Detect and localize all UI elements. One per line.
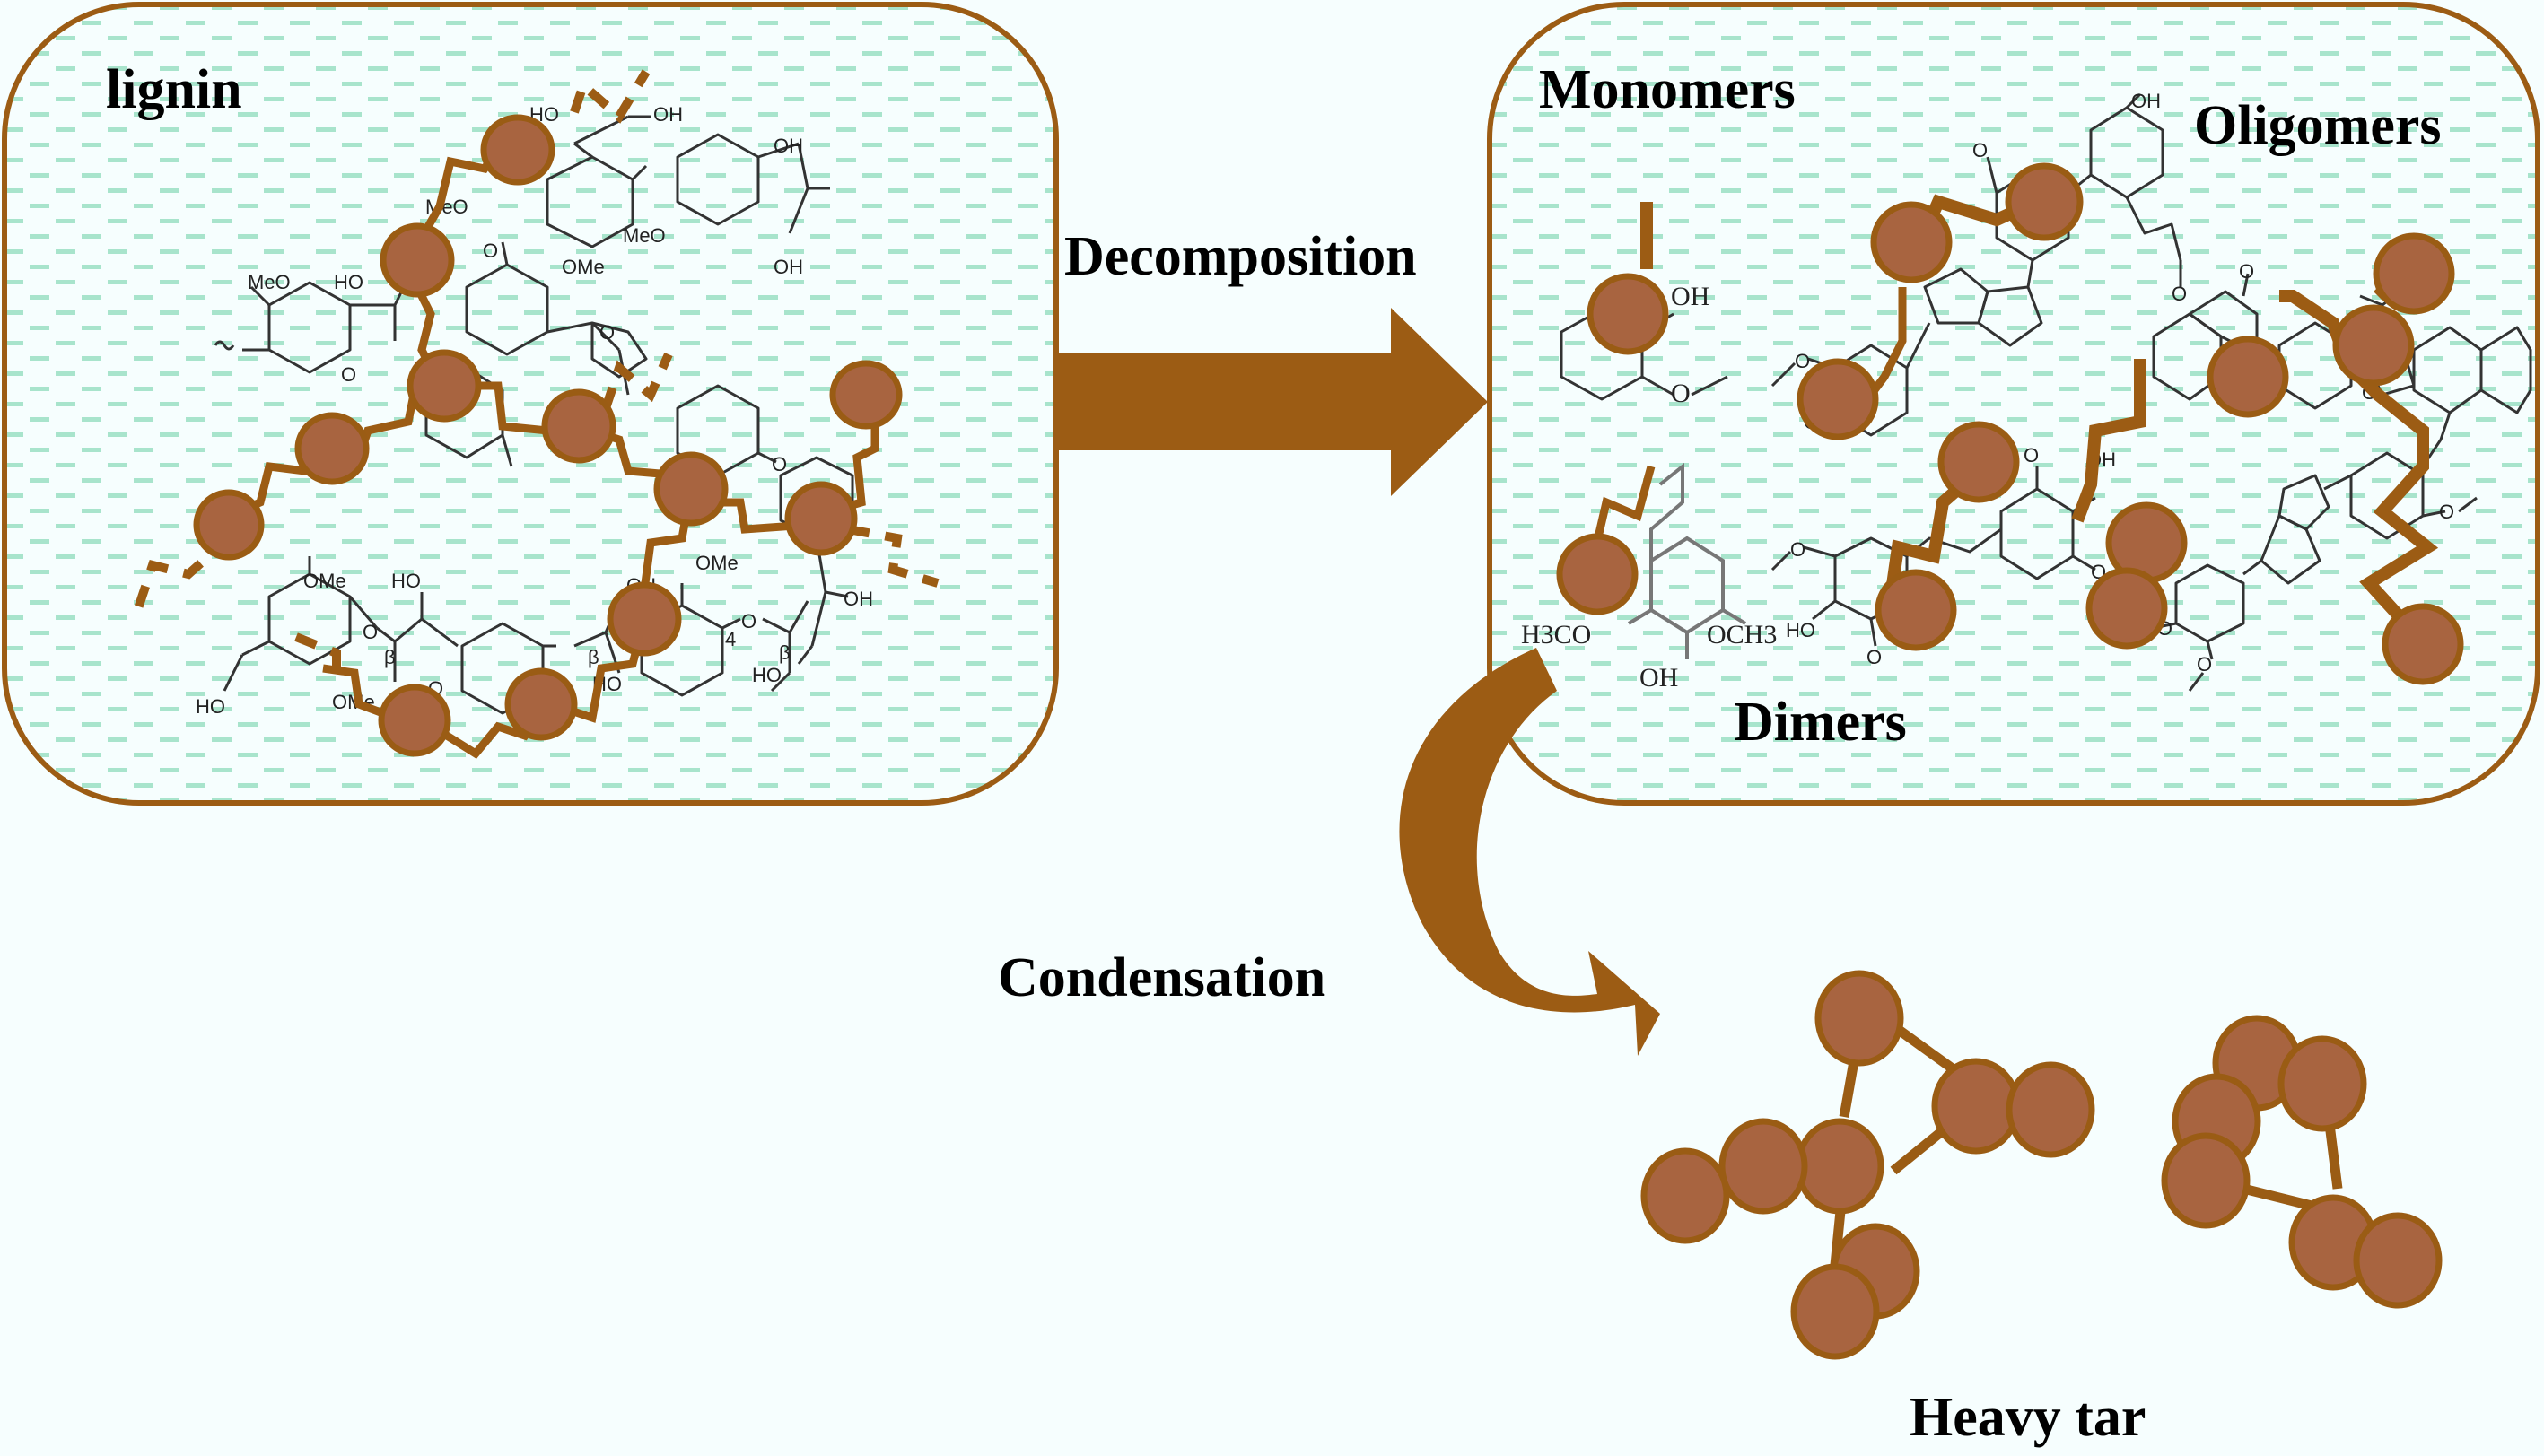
product-unit-node	[1870, 201, 1953, 283]
product-unit-node	[2382, 603, 2464, 685]
chem-label: O	[1790, 538, 1805, 561]
heavy-tar-node-cluster-1	[1790, 1263, 1880, 1360]
chem-label: OH	[653, 103, 683, 126]
product-unit-node	[2005, 162, 2084, 241]
monomers-label: Monomers	[1539, 59, 1796, 120]
chem-label: OH	[1671, 282, 1709, 311]
lignin-dashed-chain-ends	[130, 69, 940, 673]
condensation-arrow	[1399, 648, 1660, 1056]
chem-label: HO	[334, 271, 363, 293]
chem-label: O	[599, 321, 615, 344]
chem-label: β	[384, 646, 396, 668]
chem-label: O	[1671, 379, 1691, 408]
lignin-node-group	[193, 114, 903, 757]
lignin-unit-node	[407, 349, 482, 423]
heavy-tar-node-cluster-2	[2353, 1212, 2443, 1309]
heavy-tar-nodes	[1640, 970, 2443, 1360]
lignin-unit-node	[784, 481, 858, 556]
decomposition-arrow-group: Decomposition	[1054, 226, 1488, 496]
product-unit-node	[2332, 304, 2415, 387]
product-unit-node	[1875, 569, 1957, 651]
chem-label: O	[1866, 646, 1882, 668]
lignin-unit-node	[541, 388, 616, 464]
product-unit-node	[1797, 358, 1879, 440]
chem-label: HO	[1786, 619, 1815, 641]
heavy-tar-label: Heavy tar	[1910, 1387, 2146, 1448]
chem-label: O	[1795, 350, 1810, 372]
chem-label: H3CO	[1521, 620, 1591, 650]
chem-label: O	[2172, 283, 2187, 305]
chem-label: OH	[774, 256, 803, 278]
chem-label: O	[772, 453, 787, 475]
chem-label: MeO	[248, 271, 291, 293]
lignin-unit-node	[607, 581, 682, 657]
lignin-title: lignin	[106, 59, 242, 120]
condensation-arrow-group: Condensation	[998, 648, 1660, 1056]
lignin-panel: lignin	[2, 2, 1059, 806]
products-box	[1487, 2, 2540, 806]
oligomers-label: Oligomers	[2194, 95, 2442, 156]
dimers-label: Dimers	[1734, 692, 1907, 753]
heavy-tar-node-cluster-1	[1931, 1058, 2021, 1155]
chem-label: OMe	[303, 570, 346, 592]
lignin-unit-node	[653, 451, 729, 527]
chem-label: O	[341, 363, 356, 386]
products-panel: Monomers Oligomers Dimers	[1487, 2, 2540, 806]
chem-label: HO	[752, 664, 782, 686]
chem-label: MeO	[623, 224, 666, 247]
chem-label: 4	[725, 628, 736, 650]
chem-label: OH	[774, 135, 803, 157]
product-unit-node	[2207, 336, 2289, 418]
lignin-unit-node	[504, 667, 578, 741]
heavy-tar-node-cluster-1	[1795, 1118, 1884, 1215]
lignin-unit-node	[380, 222, 455, 298]
chem-label: O	[1972, 139, 1988, 161]
heavy-tar-node-cluster-1	[1718, 1118, 1808, 1215]
chem-label: OMe	[562, 256, 605, 278]
chem-label: O	[2439, 501, 2454, 523]
product-unit-node	[2373, 232, 2455, 315]
chem-label: HO	[196, 695, 225, 718]
heavy-tar-node-cluster-1	[1814, 970, 1904, 1067]
product-unit-node	[1556, 533, 1639, 615]
heavy-tar-node-cluster-1	[1640, 1147, 1730, 1244]
decomposition-arrow	[1054, 308, 1488, 496]
heavy-tar-node-cluster-1	[2006, 1061, 2095, 1158]
chem-label: O	[2239, 260, 2254, 283]
decomposition-label: Decomposition	[1064, 226, 1417, 287]
condensation-label: Condensation	[998, 947, 1325, 1008]
chem-label: β	[588, 646, 599, 668]
chem-label: HO	[391, 570, 421, 592]
lignin-unit-node	[480, 114, 555, 186]
chem-label: OH	[844, 588, 873, 610]
chem-label: O	[2197, 653, 2212, 676]
product-unit-node	[1937, 421, 2020, 503]
chem-label: OH	[1639, 663, 1678, 693]
chem-label: OMe	[695, 552, 739, 574]
chem-label: β	[779, 641, 791, 664]
product-unit-node	[1587, 273, 1669, 355]
chem-label: OCH3	[1707, 620, 1777, 650]
lignin-unit-node	[193, 489, 265, 561]
lignin-unit-node	[829, 360, 903, 430]
chem-label: O	[483, 240, 498, 262]
products-chem-labels: OH O H3CO OCH3 OH OH O O OH O O HO O O O…	[1521, 90, 2454, 693]
chem-label: O	[363, 621, 378, 643]
heavy-tar-node-cluster-2	[2161, 1132, 2251, 1229]
chem-label: O	[741, 610, 756, 632]
heavy-tar-node-cluster-2	[2277, 1035, 2367, 1132]
product-unit-node	[2085, 567, 2168, 650]
products-node-group	[1556, 162, 2464, 685]
lignin-unit-node	[294, 412, 370, 485]
chem-label: O	[2024, 444, 2039, 466]
lignin-unit-node	[378, 684, 451, 757]
heavy-tar-group: Heavy tar	[1640, 970, 2443, 1448]
chem-label: OH	[2131, 90, 2161, 112]
